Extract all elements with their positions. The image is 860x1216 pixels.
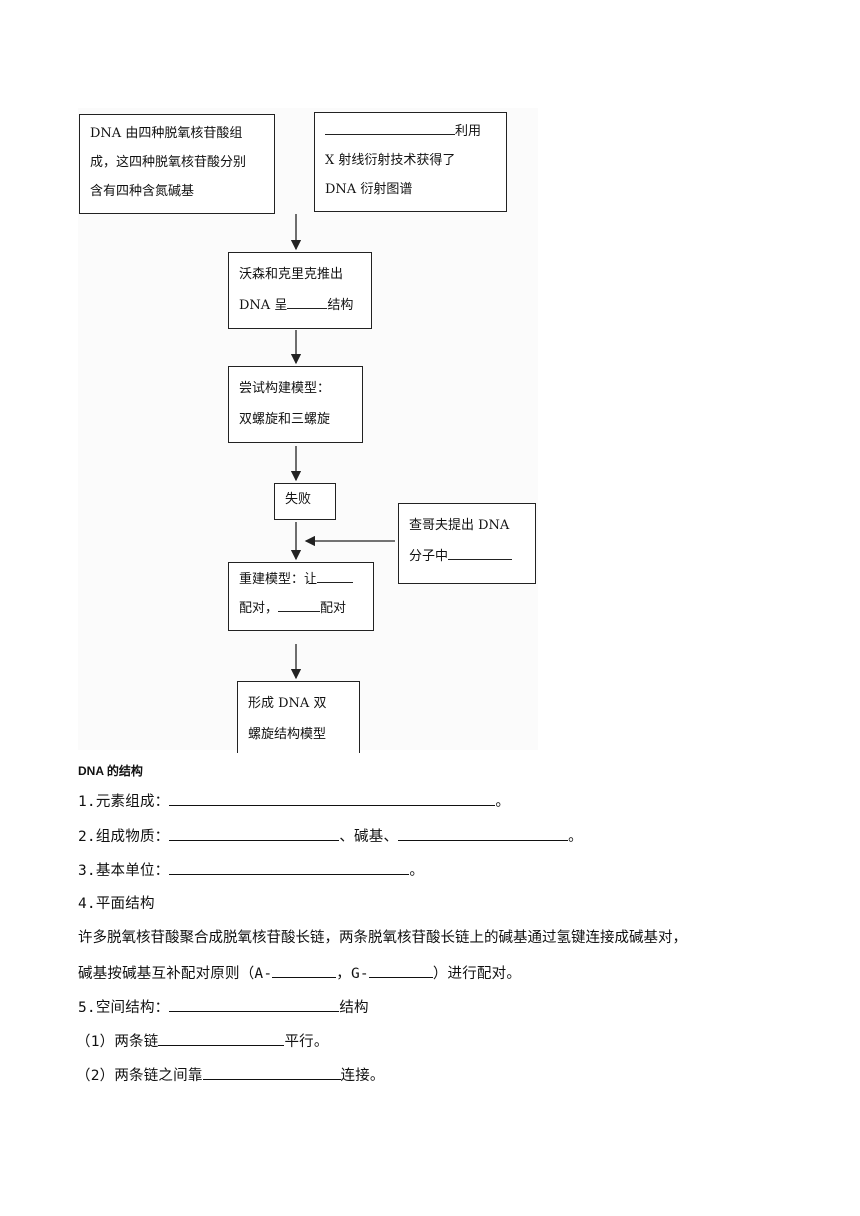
- box-text-line: DNA 呈 结构: [239, 290, 363, 321]
- sub-question-2: （2）两条链之间靠 连接。: [76, 1065, 385, 1085]
- flow-arrows: [290, 214, 395, 680]
- question-text: （2）两条链之间靠: [76, 1068, 203, 1084]
- box-text-line: 成，这四种脱氧核苷酸分别: [90, 155, 247, 170]
- question-3: 3.基本单位： 。: [78, 860, 424, 880]
- question-label: 2.组成物质：: [78, 829, 170, 845]
- box-text-line: 重建模型：让: [239, 565, 365, 594]
- question-2: 2.组成物质： 、碱基、 。: [78, 826, 583, 846]
- flow-box-result: 形成 DNA 双 螺旋结构模型: [237, 681, 360, 753]
- flow-box-chargaff: 查哥夫提出 DNA 分子中: [398, 503, 536, 584]
- punctuation: 。: [409, 863, 425, 879]
- paragraph-text: ，G-: [336, 966, 369, 982]
- box-text-line: 双螺旋和三螺旋: [239, 412, 331, 427]
- question-text: （1）两条链: [76, 1034, 159, 1050]
- flow-box-failure: 失败: [274, 483, 336, 520]
- paragraph-text: 碱基按碱基互补配对原则（A-: [78, 966, 273, 982]
- sub-question-1: （1）两条链 平行。: [76, 1031, 329, 1051]
- flow-box-try-model: 尝试构建模型： 双螺旋和三螺旋: [228, 366, 363, 443]
- flow-box-composition: DNA 由四种脱氧核苷酸组 成，这四种脱氧核苷酸分别 含有四种含氮碱基: [79, 114, 275, 214]
- box-text-line: 尝试构建模型：: [239, 381, 331, 396]
- question-label: 1.元素组成：: [78, 794, 170, 810]
- punctuation: 。: [568, 829, 583, 845]
- box-text-line: DNA 由四种脱氧核苷酸组: [90, 126, 243, 141]
- fill-blank[interactable]: [325, 121, 455, 135]
- box-text-line: 查哥夫提出 DNA: [409, 518, 510, 533]
- box-text-line: 形成 DNA 双: [248, 696, 327, 711]
- question-text: 连接。: [340, 1068, 385, 1084]
- answer-blank[interactable]: [169, 791, 496, 806]
- box-text-line: 含有四种含氮碱基: [90, 184, 195, 199]
- box-text-part: 配对: [320, 601, 347, 616]
- box-text-part: 结构: [327, 298, 354, 313]
- box-text-line: 螺旋结构模型: [248, 727, 327, 742]
- box-text-tail: 利用: [455, 124, 482, 139]
- answer-blank[interactable]: [169, 860, 410, 875]
- box-text-line: 失败: [285, 492, 312, 507]
- answer-blank[interactable]: [158, 1031, 285, 1046]
- box-text-line: X 射线衍射技术获得了: [325, 153, 456, 168]
- box-text-part: DNA 呈: [239, 298, 288, 313]
- answer-blank[interactable]: [272, 963, 337, 978]
- paragraph-line: 许多脱氧核苷酸聚合成脱氧核苷酸长链，两条脱氧核苷酸长链上的碱基通过氢键连接成碱基…: [78, 930, 687, 946]
- box-text-line: DNA 衍射图谱: [325, 182, 413, 197]
- answer-blank[interactable]: [169, 826, 340, 841]
- box-text-part: 重建模型：让: [239, 572, 318, 587]
- box-text-part: 配对，: [239, 601, 279, 616]
- question-5: 5.空间结构： 结构: [78, 997, 369, 1017]
- box-text-line: 分子中: [409, 541, 527, 572]
- flow-box-xray: 利用 X 射线衍射技术获得了 DNA 衍射图谱: [314, 112, 507, 212]
- paragraph-text: ）进行配对。: [432, 966, 522, 982]
- fill-blank[interactable]: [287, 295, 328, 309]
- punctuation: 。: [495, 794, 511, 810]
- answer-blank[interactable]: [398, 826, 569, 841]
- question-text: 结构: [339, 1000, 369, 1016]
- flow-box-watson-crick: 沃森和克里克推出 DNA 呈 结构: [228, 252, 372, 329]
- fill-blank[interactable]: [278, 598, 321, 612]
- question-label: 3.基本单位：: [78, 863, 170, 879]
- answer-blank[interactable]: [368, 963, 433, 978]
- fill-blank[interactable]: [448, 546, 513, 560]
- question-text: 平行。: [284, 1034, 329, 1050]
- paragraph-line: 碱基按碱基互补配对原则（A- ，G- ）进行配对。: [78, 963, 521, 983]
- question-4: 4.平面结构: [78, 896, 155, 912]
- answer-blank[interactable]: [169, 997, 340, 1012]
- flow-box-rebuild: 重建模型：让 配对， 配对: [228, 562, 374, 631]
- fill-blank[interactable]: [317, 569, 354, 583]
- box-text-line: 沃森和克里克推出: [239, 267, 344, 282]
- answer-blank[interactable]: [202, 1065, 341, 1080]
- question-1: 1.元素组成： 。: [78, 791, 510, 811]
- question-text: 、碱基、: [339, 829, 399, 845]
- section-title: DNA 的结构: [78, 764, 143, 778]
- box-text-part: 分子中: [409, 549, 449, 564]
- box-text-line: 配对， 配对: [239, 594, 365, 623]
- box-text-line: 利用: [325, 117, 498, 146]
- question-label: 5.空间结构：: [78, 1000, 170, 1016]
